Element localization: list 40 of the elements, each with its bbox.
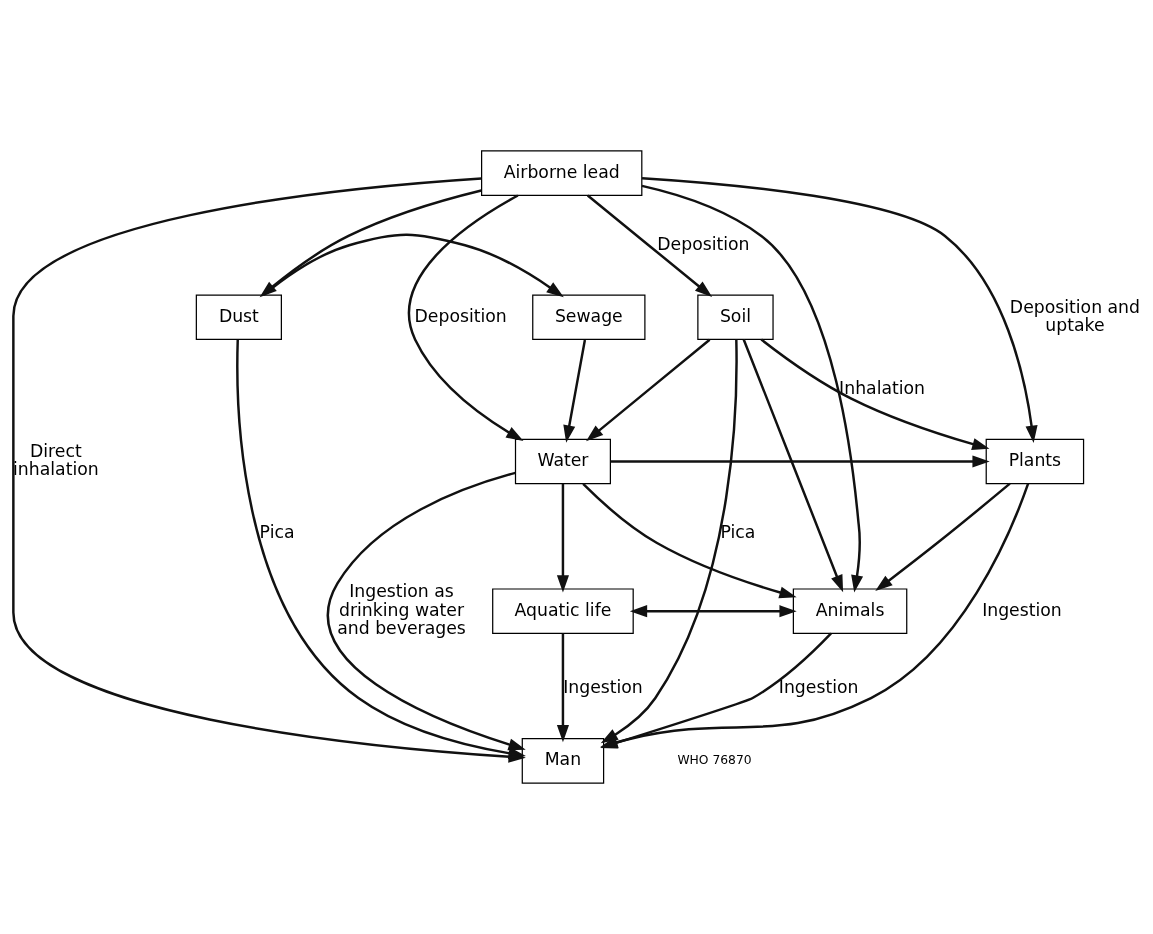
arrow (610, 455, 990, 468)
arrow (629, 605, 797, 618)
arrow (875, 482, 1011, 591)
edge-label: Deposition (657, 233, 750, 254)
node-box: Airborne lead (481, 150, 643, 196)
edge-label: Ingestion as drinking water and beverages (337, 581, 466, 639)
arrow (586, 194, 713, 298)
edge-label: Ingestion (778, 677, 859, 698)
arrow (600, 339, 738, 744)
arrow (641, 176, 1038, 443)
arrow (600, 632, 832, 749)
node-box: Sewage (532, 294, 646, 341)
arrow (600, 483, 1030, 749)
node-box: Soil (697, 294, 774, 341)
arrow (760, 338, 990, 450)
arrow (556, 633, 569, 743)
edge-label: Deposition and uptake (1009, 296, 1141, 336)
node-box: Aquatic life (492, 588, 634, 634)
node-box: Plants (985, 438, 1085, 485)
label: WHO 76870 (677, 752, 752, 767)
edge-label: Ingestion (982, 599, 1062, 620)
node-box: Man (521, 738, 605, 784)
arrow (641, 184, 864, 593)
arrow (408, 194, 524, 442)
arrow (236, 339, 526, 760)
edge-label: Pica (259, 522, 295, 543)
edge-label: Ingestion (563, 677, 643, 698)
arrow (327, 471, 526, 751)
edge-label: Deposition (414, 305, 507, 326)
arrow (586, 338, 711, 442)
arrow (556, 483, 569, 593)
arrow (582, 483, 797, 599)
edge-label: Inhalation (839, 377, 926, 398)
arrow (742, 339, 844, 593)
node-box: Water (514, 438, 611, 485)
node-box: Dust (195, 294, 282, 341)
arrow (263, 233, 564, 298)
arrow (563, 339, 587, 443)
edge-label: Pica (720, 522, 756, 543)
node-box: Animals (792, 588, 908, 634)
